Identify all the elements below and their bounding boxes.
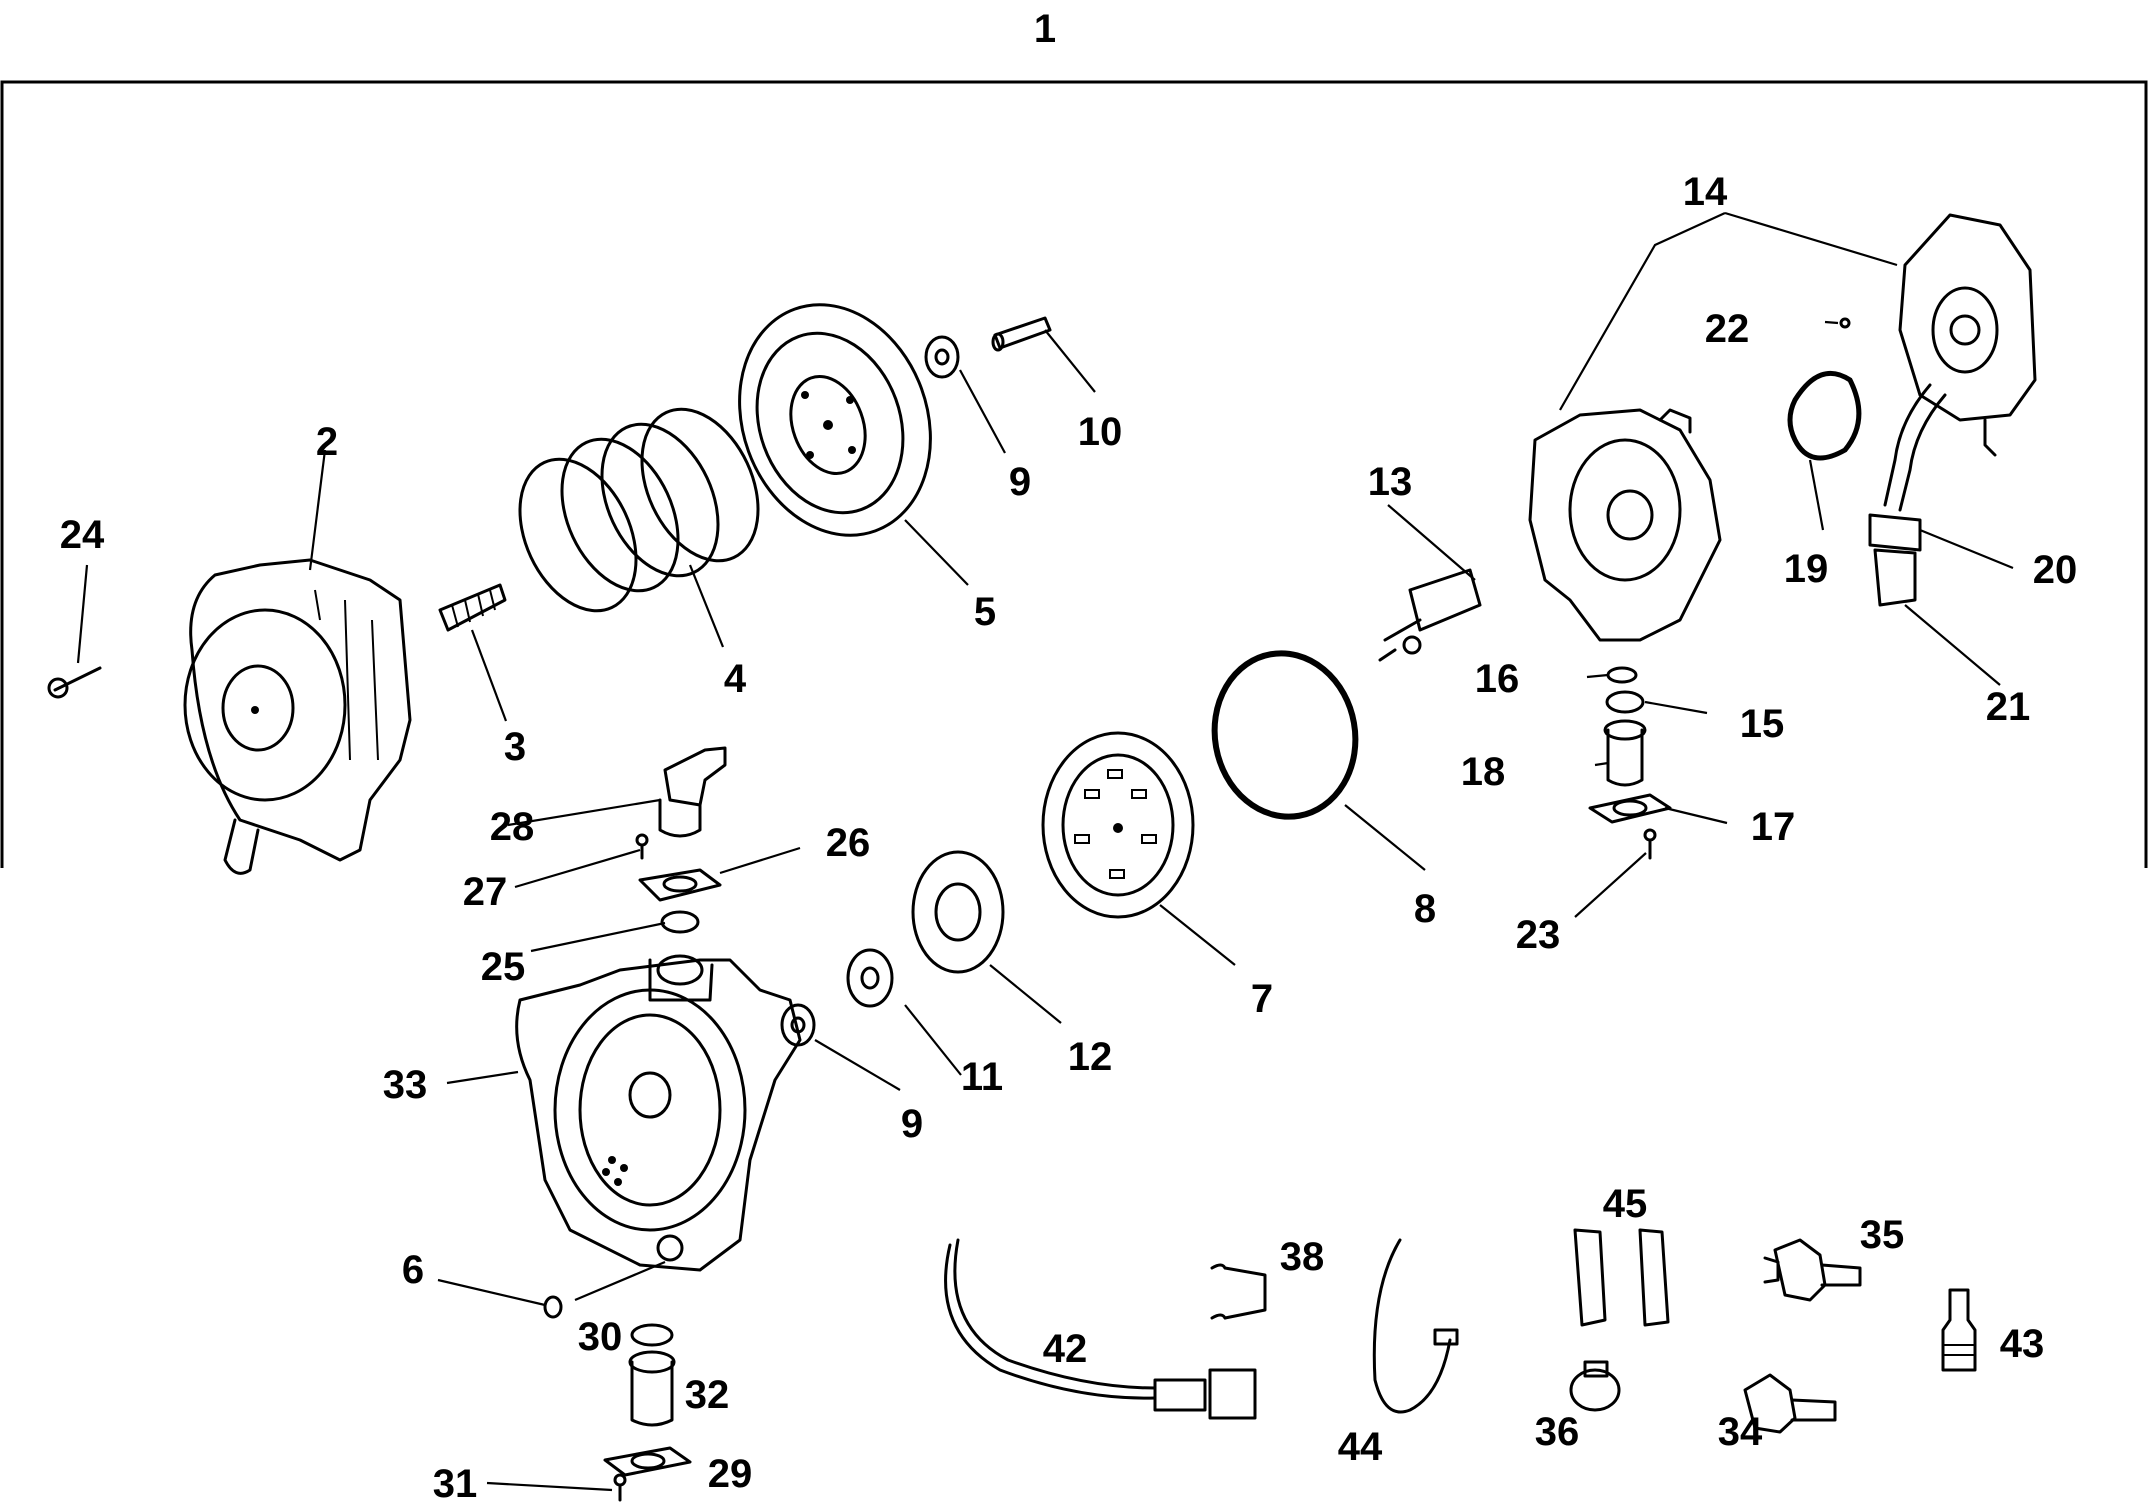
- part-oring-15[interactable]: [1605, 690, 1645, 714]
- part-gasket-upper[interactable]: [638, 868, 722, 902]
- part-screw[interactable]: [47, 666, 102, 699]
- part-oring-30[interactable]: [630, 1323, 674, 1347]
- part-pin[interactable]: [991, 316, 1052, 352]
- part-strap-44[interactable]: [1372, 1238, 1459, 1414]
- part-disc[interactable]: [911, 850, 1005, 974]
- part-cover[interactable]: [183, 558, 412, 875]
- part-ball[interactable]: [1839, 317, 1851, 329]
- callout-15: 15: [1740, 702, 1785, 746]
- callout-8: 8: [1414, 887, 1436, 931]
- callout-6: 6: [402, 1248, 424, 1292]
- assembly-frame: [0, 80, 2148, 868]
- callout-29: 29: [708, 1452, 753, 1496]
- callout-25: 25: [481, 945, 526, 989]
- part-fitting-34[interactable]: [1743, 1373, 1837, 1434]
- callout-28: 28: [490, 805, 535, 849]
- callout-31: 31: [433, 1462, 478, 1506]
- part-valve-plate[interactable]: [1041, 731, 1195, 919]
- callout-labels: 1 2 24 3 4 5 9 10 13 14 22 19 20 21 16 1…: [60, 7, 2078, 1506]
- callout-43: 43: [2000, 1322, 2045, 1366]
- part-diaphragm-plate[interactable]: [708, 278, 962, 563]
- part-washer-upper[interactable]: [924, 335, 960, 379]
- part-connector[interactable]: [1868, 513, 1922, 607]
- callout-10: 10: [1078, 410, 1123, 454]
- part-shaft[interactable]: [1378, 568, 1482, 662]
- callout-11: 11: [961, 1055, 1003, 1099]
- part-housing[interactable]: [1528, 408, 1722, 642]
- part-fitting-35[interactable]: [1763, 1238, 1862, 1302]
- part-large-spring[interactable]: [497, 391, 781, 630]
- callout-9-upper: 9: [1009, 460, 1031, 504]
- callout-4: 4: [724, 657, 747, 701]
- callout-12: 12: [1068, 1035, 1113, 1079]
- callout-32: 32: [685, 1373, 730, 1417]
- callout-5: 5: [974, 590, 996, 634]
- part-gasket-17[interactable]: [1588, 793, 1672, 824]
- part-housing-upper[interactable]: [1883, 213, 2037, 512]
- part-pump-body[interactable]: [515, 954, 802, 1272]
- callout-1: 1: [1034, 7, 1056, 51]
- callout-33: 33: [383, 1063, 428, 1107]
- part-oring-16[interactable]: [1606, 666, 1638, 684]
- callout-20: 20: [2033, 548, 2078, 592]
- callout-38: 38: [1280, 1235, 1325, 1279]
- part-oring-upper[interactable]: [660, 910, 700, 934]
- callout-3: 3: [504, 725, 526, 769]
- leader-lines: [76, 211, 2014, 1492]
- part-small-spring[interactable]: [438, 583, 507, 632]
- callout-35: 35: [1860, 1213, 1905, 1257]
- callout-36: 36: [1535, 1410, 1580, 1454]
- callout-18: 18: [1461, 750, 1506, 794]
- callout-7: 7: [1251, 977, 1273, 1021]
- callout-34: 34: [1718, 1410, 1763, 1454]
- callout-21: 21: [1986, 685, 2031, 729]
- callout-42: 42: [1043, 1327, 1088, 1371]
- callout-24: 24: [60, 513, 105, 557]
- part-clamp-36[interactable]: [1569, 1360, 1621, 1412]
- callout-13: 13: [1368, 460, 1413, 504]
- callout-9-lower: 9: [901, 1102, 923, 1146]
- part-hose-45a[interactable]: [1573, 1228, 1607, 1327]
- callout-2: 2: [316, 420, 338, 464]
- callout-22: 22: [1705, 307, 1750, 351]
- callout-23: 23: [1516, 913, 1561, 957]
- part-oring-large[interactable]: [1202, 642, 1368, 828]
- part-oring-6[interactable]: [543, 1295, 563, 1319]
- part-screw-23[interactable]: [1643, 828, 1657, 860]
- part-small-screw[interactable]: [635, 833, 649, 860]
- callout-45: 45: [1603, 1182, 1648, 1226]
- callout-14: 14: [1683, 170, 1728, 214]
- part-hose-45b[interactable]: [1638, 1228, 1670, 1327]
- part-fitting-32[interactable]: [628, 1350, 676, 1427]
- callout-44: 44: [1338, 1425, 1383, 1469]
- part-clip-38[interactable]: [1210, 1263, 1267, 1320]
- callout-26: 26: [826, 821, 871, 865]
- part-washer-11[interactable]: [846, 948, 894, 1008]
- callout-30: 30: [578, 1315, 623, 1359]
- part-fitting-43[interactable]: [1941, 1288, 1977, 1372]
- part-screw-31[interactable]: [613, 1473, 627, 1502]
- part-washer-lower[interactable]: [780, 1003, 816, 1047]
- callout-19: 19: [1784, 547, 1829, 591]
- part-fitting-18[interactable]: [1603, 719, 1647, 787]
- part-wire-harness[interactable]: [944, 1238, 1257, 1420]
- part-elbow-fitting[interactable]: [658, 746, 727, 838]
- part-gasket-29[interactable]: [603, 1446, 692, 1477]
- callout-16: 16: [1475, 657, 1520, 701]
- callout-27: 27: [463, 870, 508, 914]
- callout-17: 17: [1751, 805, 1796, 849]
- part-seal[interactable]: [1787, 370, 1862, 461]
